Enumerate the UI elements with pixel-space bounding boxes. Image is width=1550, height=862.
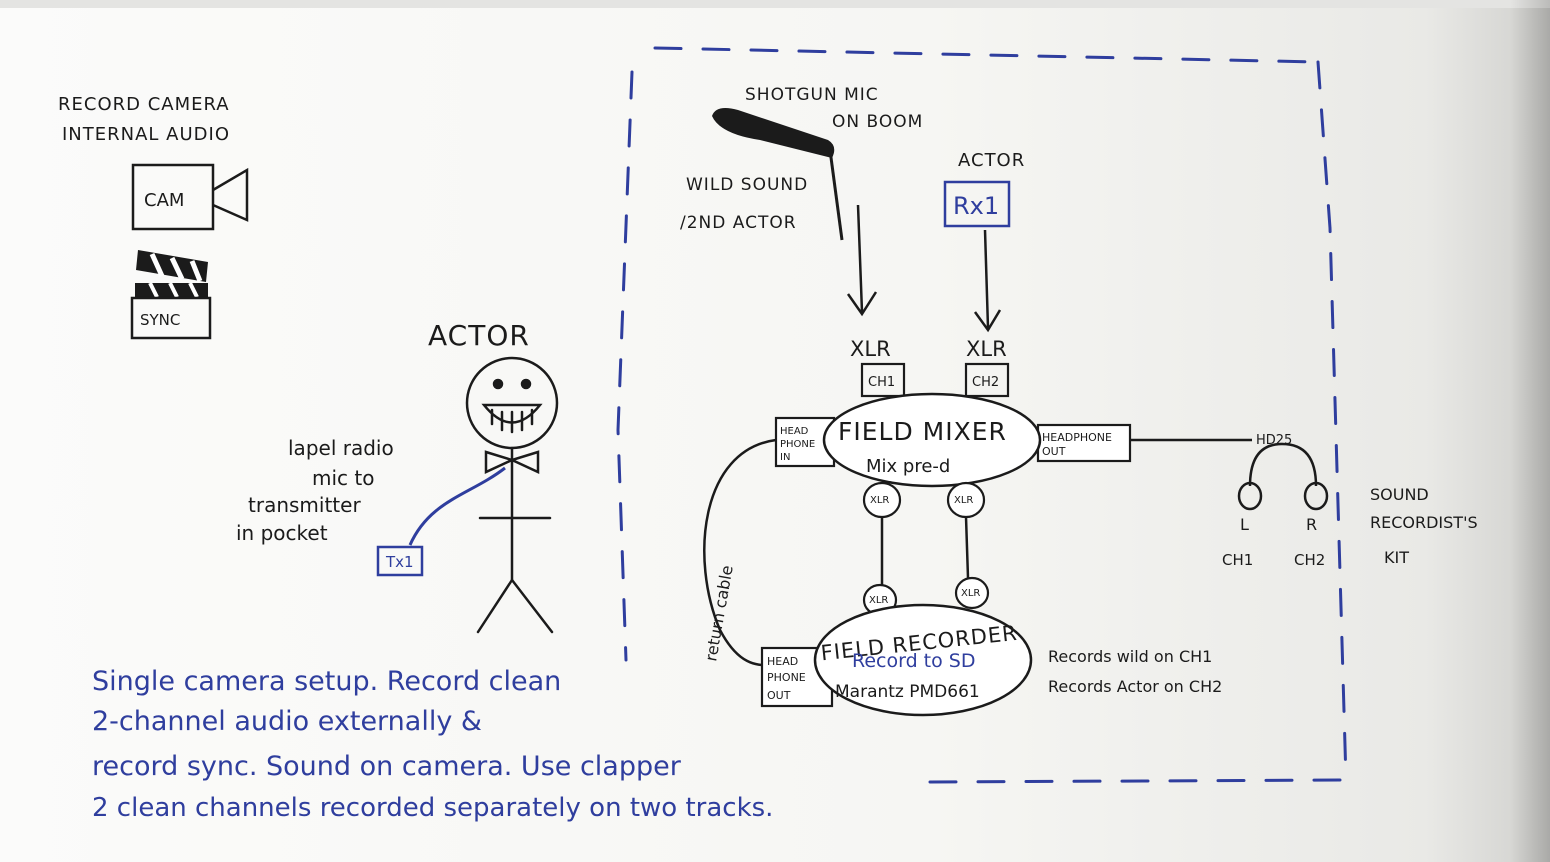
recorder-xlr-in-right xyxy=(954,576,990,610)
mic-note-line3: transmitter xyxy=(248,493,361,517)
recorder-model: Marantz PMD661 xyxy=(835,682,980,702)
notes-line4: 2 clean channels recorded separately on … xyxy=(92,793,773,823)
arrow-down-icon xyxy=(846,204,878,317)
recorder-phone-line1: HEAD xyxy=(767,655,798,668)
camera-icon xyxy=(131,163,249,231)
records-line2: Records Actor on CH2 xyxy=(1048,677,1222,696)
return-cable xyxy=(703,438,777,667)
left-earcup xyxy=(1237,481,1263,511)
mixer-xlr-left-label: XLR xyxy=(870,495,889,506)
receiver-box xyxy=(943,180,1011,228)
ch2-input-label: CH2 xyxy=(972,375,999,390)
camera-title-line1: RECORD CAMERA xyxy=(58,94,230,115)
recorder-phone-line3: OUT xyxy=(767,689,791,702)
actor-left-heading: ACTOR xyxy=(428,319,530,352)
boom-pole xyxy=(828,149,844,241)
mic-note-line2: mic to xyxy=(312,466,374,490)
notes-line3: record sync. Sound on camera. Use clappe… xyxy=(92,751,682,782)
headphones-icon xyxy=(1248,442,1318,487)
recorder-phone-line2: PHONE xyxy=(767,671,806,684)
field-recorder: XLR XLR HEAD PHONE OUT FIELD RECORDER Re… xyxy=(760,576,1222,717)
camera-section: RECORD CAMERA INTERNAL AUDIO CAM SYNC xyxy=(58,94,249,340)
left-ear-label: L xyxy=(1240,515,1249,534)
headphones-group: HD25 L R CH1 CH2 SOUND RECORDIST'S KIT xyxy=(1130,433,1478,569)
actor-left: ACTOR lapel radio mic to transmitter in … xyxy=(236,319,559,634)
recorder-body xyxy=(813,603,1033,717)
recorder-media: Record to SD xyxy=(852,650,976,672)
cam-label: CAM xyxy=(144,190,184,211)
stick-figure-actor xyxy=(465,356,559,634)
right-channel-label: CH2 xyxy=(1294,551,1325,569)
setup-notes: Single camera setup. Record clean 2-chan… xyxy=(92,666,773,823)
right-ear-label: R xyxy=(1306,515,1317,534)
mixer-model: Mix pre-d xyxy=(866,456,950,477)
records-line1: Records wild on CH1 xyxy=(1048,647,1212,666)
kit-line3: KIT xyxy=(1384,548,1409,567)
wild-sound-line2: /2ND ACTOR xyxy=(680,213,797,233)
kit-line1: SOUND xyxy=(1370,485,1429,504)
xlr-left-label: XLR xyxy=(850,337,891,361)
transmitter-box xyxy=(376,545,424,577)
field-mixer: XLR XLR CH1 CH2 HEAD PHONE IN HEADPHONE … xyxy=(774,337,1132,519)
headphone-in-line1: HEAD xyxy=(780,426,809,437)
mic-note-line4: in pocket xyxy=(236,521,328,545)
mixer-body xyxy=(822,392,1042,488)
ch2-input-box xyxy=(964,362,1010,398)
recorder-xlr-right-label: XLR xyxy=(961,588,980,599)
xlr-cables xyxy=(880,516,970,585)
lapel-mic-cable xyxy=(408,466,506,546)
arrow-down-icon xyxy=(973,229,1002,333)
board-edge-shadow xyxy=(1510,0,1550,862)
sound-kit-boundary xyxy=(616,46,1348,784)
notes-line2: 2-channel audio externally & xyxy=(92,706,482,737)
xlr-right-label: XLR xyxy=(966,337,1007,361)
left-channel-label: CH1 xyxy=(1222,551,1253,569)
wild-sound-line1: WILD SOUND xyxy=(686,175,808,195)
headphone-in-line2: PHONE xyxy=(780,439,815,450)
clapperboard-icon xyxy=(130,250,212,340)
ch1-input-label: CH1 xyxy=(868,375,895,390)
recorder-xlr-left-label: XLR xyxy=(869,595,888,606)
camera-title-line2: INTERNAL AUDIO xyxy=(62,124,230,145)
shotgun-line1: SHOTGUN MIC xyxy=(745,85,879,105)
mixer-xlr-right-label: XLR xyxy=(954,495,973,506)
shotgun-mic-icon xyxy=(712,108,835,158)
shotgun-line2: ON BOOM xyxy=(832,112,923,132)
notes-line1: Single camera setup. Record clean xyxy=(92,666,561,697)
mixer-name: FIELD MIXER xyxy=(838,417,1007,446)
kit-line2: RECORDIST'S xyxy=(1370,513,1478,532)
board-top-edge xyxy=(0,0,1550,8)
receiver-group: ACTOR Rx1 xyxy=(943,150,1025,333)
ch1-input-box xyxy=(860,362,906,398)
mic-note-line1: lapel radio xyxy=(288,436,394,460)
shotgun-mic: SHOTGUN MIC ON BOOM WILD SOUND /2ND ACTO… xyxy=(680,85,923,317)
right-earcup xyxy=(1303,481,1329,511)
actor-right-heading: ACTOR xyxy=(958,150,1025,171)
headphone-out-line1: HEADPHONE xyxy=(1042,431,1112,444)
receiver-label: Rx1 xyxy=(953,192,999,220)
sync-label: SYNC xyxy=(140,311,180,329)
headphone-in-line3: IN xyxy=(780,452,790,463)
transmitter-label: Tx1 xyxy=(385,553,414,571)
headphone-out-line2: OUT xyxy=(1042,445,1066,458)
